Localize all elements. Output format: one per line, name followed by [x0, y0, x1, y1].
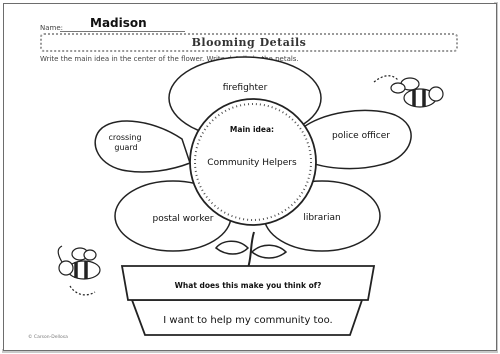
petal-bottom-left-text: postal worker — [152, 214, 213, 224]
petal-left-text-line1: crossing — [108, 133, 141, 142]
main-idea-label: Main idea: — [230, 125, 274, 134]
petal-top-text: firefighter — [223, 83, 268, 93]
instructions: Write the main idea in the center of the… — [40, 55, 299, 63]
pot-answer: I want to help my community too. — [163, 315, 332, 326]
name-label: Name: — [40, 24, 64, 32]
pot-rim — [120, 265, 376, 301]
pot-question: What does this make you think of? — [175, 281, 322, 290]
name-value: Madison — [90, 16, 147, 30]
bee-left — [57, 245, 101, 296]
page-shadow-bottom — [2, 349, 498, 353]
main-idea-value: Community Helpers — [207, 158, 297, 168]
worksheet-title: Blooming Details — [40, 33, 458, 52]
petal-left — [94, 120, 191, 173]
copyright-footer: © Carson-Dellosa — [28, 335, 68, 340]
petal-right-text: police officer — [332, 131, 390, 141]
name-underline — [60, 31, 185, 32]
stem-leaf-right — [250, 244, 288, 259]
flower-center-dots — [194, 103, 312, 221]
stem-leaf-left — [214, 240, 250, 255]
flower-stem — [247, 231, 255, 269]
petal-left-text-line2: guard — [114, 143, 137, 152]
flower-center — [189, 98, 317, 226]
petal-right — [299, 109, 412, 170]
bee-right — [373, 75, 444, 108]
petal-bottom-right-text: librarian — [303, 213, 340, 223]
